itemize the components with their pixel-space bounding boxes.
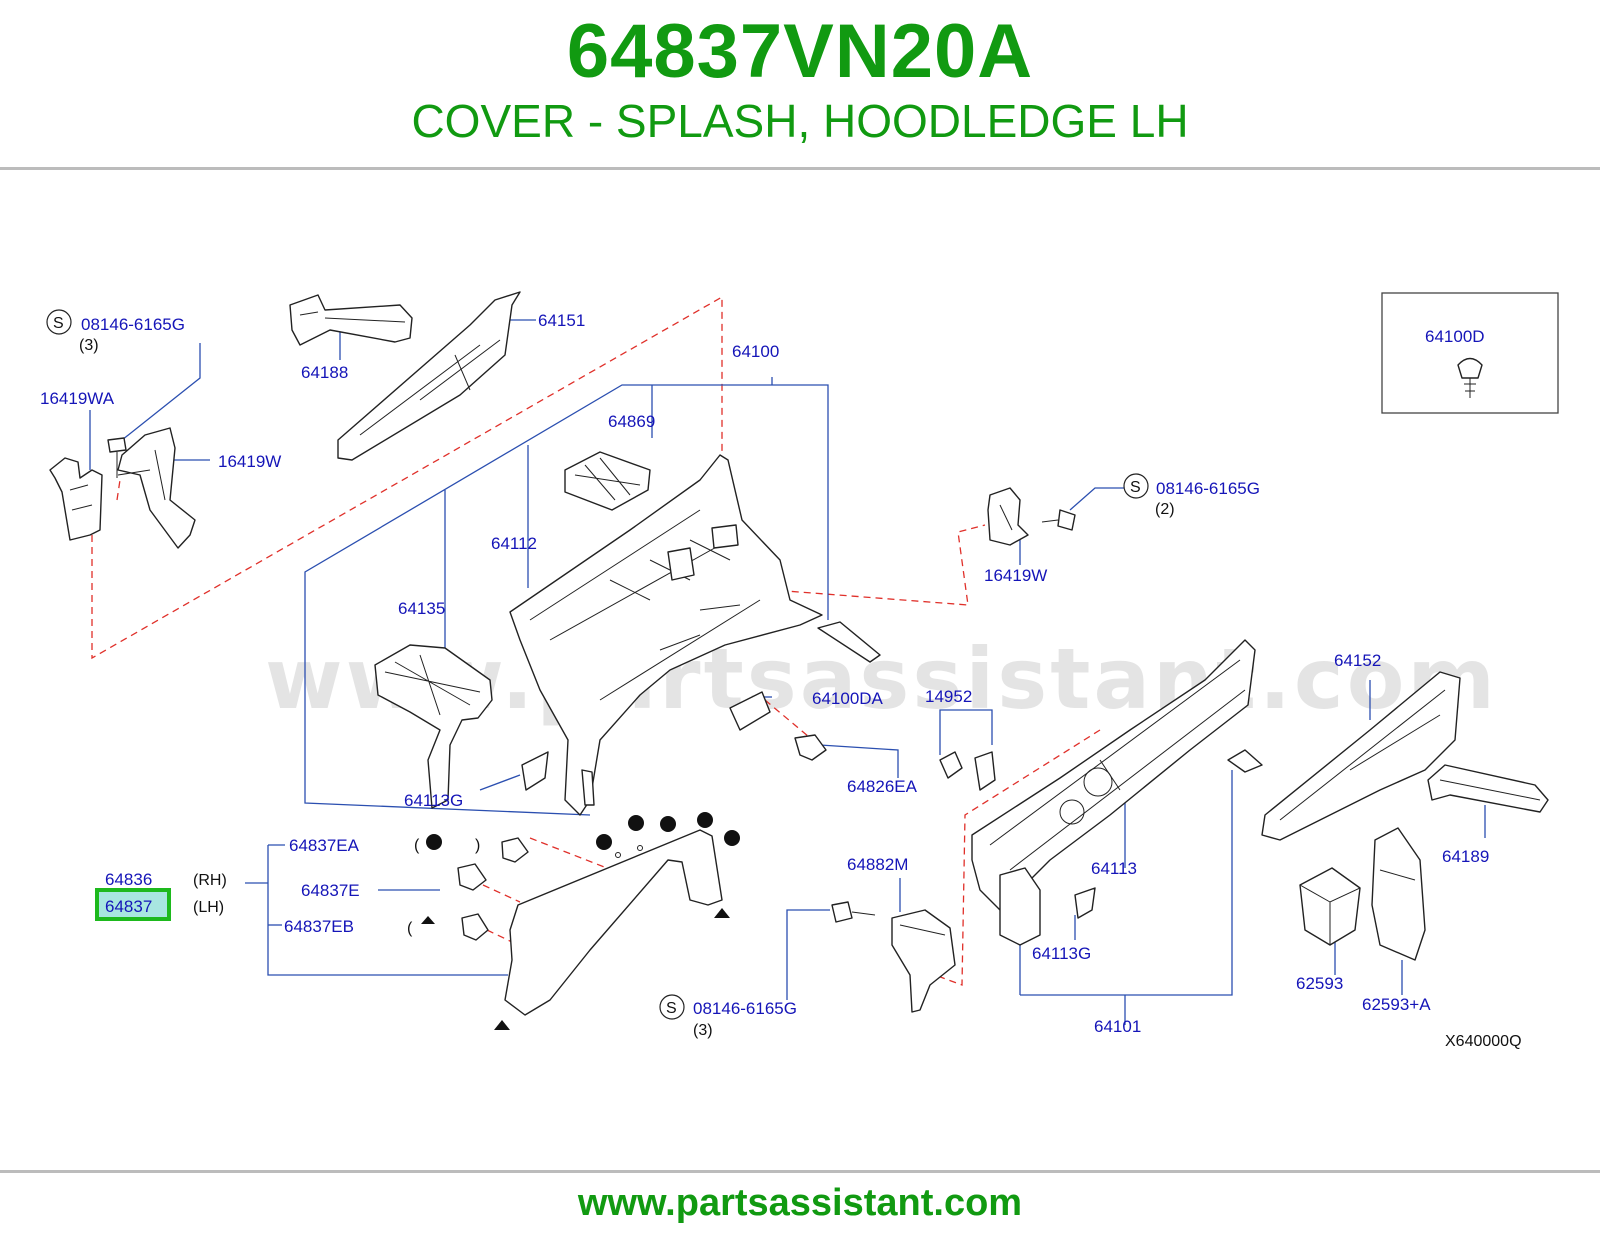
label-s-bolt-top-left[interactable]: 08146-6165G	[81, 315, 185, 334]
reinforcement-64152-drawing	[1261, 671, 1461, 841]
label-14952[interactable]: 14952	[925, 687, 972, 706]
label-64100DA[interactable]: 64100DA	[812, 689, 884, 708]
insulator-62593A-drawing	[1371, 827, 1426, 961]
svg-text:S: S	[666, 1000, 677, 1017]
label-64113G-right[interactable]: 64113G	[1032, 944, 1091, 963]
label-64151[interactable]: 64151	[538, 311, 585, 330]
panel-64112-drawing	[509, 454, 823, 816]
header-divider	[0, 167, 1600, 170]
clip-64100D-drawing	[1457, 357, 1483, 398]
label-64152[interactable]: 64152	[1334, 651, 1381, 670]
label-64836[interactable]: 64836	[105, 870, 152, 889]
bracket-64135-drawing	[374, 644, 493, 809]
label-16419W-right[interactable]: 16419W	[984, 566, 1047, 585]
svg-text:S: S	[1130, 479, 1141, 496]
label-64837[interactable]: 64837	[105, 897, 152, 916]
bracket-64869-drawing	[564, 451, 651, 511]
bracket-64188-drawing	[289, 294, 413, 346]
s-symbol-top-left: S	[46, 309, 72, 335]
clip-14952-drawing	[939, 751, 996, 791]
footer-url[interactable]: www.partsassistant.com	[577, 1182, 1023, 1224]
label-qty-right: (2)	[1155, 501, 1175, 518]
bracket-64100	[304, 377, 829, 816]
label-64188[interactable]: 64188	[301, 363, 348, 382]
label-62593[interactable]: 62593	[1296, 974, 1343, 993]
clip-64837EB-drawing	[461, 913, 489, 941]
tab-64100-drawing	[817, 621, 881, 663]
label-64100D[interactable]: 64100D	[1425, 327, 1485, 346]
clip-64837EA-drawing	[501, 837, 529, 863]
part-labels: 08146-6165G (3) 16419WA 16419W 64188 641…	[40, 311, 1522, 1050]
svg-text:S: S	[53, 315, 64, 332]
footer-divider	[0, 1170, 1600, 1173]
bolt-64882M-drawing	[831, 901, 876, 923]
label-paren-open-eb: (	[407, 920, 413, 937]
page-header: 64837VN20A COVER - SPLASH, HOODLEDGE LH	[0, 0, 1600, 170]
clip-64826EA-drawing	[794, 734, 827, 761]
bracket-16419WA-drawing	[49, 457, 103, 541]
label-64135[interactable]: 64135	[398, 599, 445, 618]
label-paren-open-ea: (	[414, 837, 420, 854]
s-symbol-right: S	[1123, 473, 1149, 499]
label-62593A[interactable]: 62593+A	[1362, 995, 1431, 1014]
member-64113-drawing	[971, 639, 1256, 946]
label-16419WA[interactable]: 16419WA	[40, 389, 115, 408]
label-qty-top-left: (3)	[79, 337, 99, 354]
label-s-bolt-bottom[interactable]: 08146-6165G	[693, 999, 797, 1018]
label-64112[interactable]: 64112	[491, 534, 537, 553]
label-64837EB[interactable]: 64837EB	[284, 917, 354, 936]
gusset-64113G-left-drawing	[521, 751, 549, 791]
bracket-64882M-drawing	[891, 909, 956, 1013]
clip-64837E-drawing	[457, 863, 487, 891]
label-64113[interactable]: 64113	[1091, 859, 1137, 878]
label-64101[interactable]: 64101	[1094, 1017, 1141, 1036]
alignment-lines	[91, 295, 1101, 986]
s-symbol-bottom: S	[659, 994, 685, 1020]
label-64882M[interactable]: 64882M	[847, 855, 908, 874]
label-rh: (RH)	[193, 872, 227, 889]
bracket-16419W-left-drawing	[117, 427, 196, 549]
label-64837E[interactable]: 64837E	[301, 881, 360, 900]
label-s-bolt-right[interactable]: 08146-6165G	[1156, 479, 1260, 498]
splash-cover-64837-drawing	[504, 829, 723, 1016]
label-paren-close-ea: )	[475, 837, 480, 854]
part-description: COVER - SPLASH, HOODLEDGE LH	[411, 95, 1189, 147]
label-diagram-code: X640000Q	[1445, 1033, 1522, 1050]
bracket-16419W-right-drawing	[987, 487, 1029, 546]
gusset-64113G-right-drawing	[1074, 887, 1096, 919]
inset-box-64100D	[1381, 292, 1559, 414]
label-qty-bottom: (3)	[693, 1022, 713, 1039]
label-64826EA[interactable]: 64826EA	[847, 777, 918, 796]
bolt-16419W-right-drawing	[1041, 509, 1076, 531]
reinforcement-64151-drawing	[337, 291, 521, 461]
label-lh: (LH)	[193, 899, 224, 916]
label-64189[interactable]: 64189	[1442, 847, 1489, 866]
tab-64101-drawing	[1227, 749, 1263, 773]
label-64113G-left[interactable]: 64113G	[404, 791, 463, 810]
label-16419W-left[interactable]: 16419W	[218, 452, 281, 471]
pad-64100DA-drawing	[729, 691, 771, 731]
bracket-64189-drawing	[1427, 764, 1549, 813]
triangle-markers	[421, 908, 730, 1030]
bolt-16419WA-drawing	[107, 437, 127, 478]
label-64100[interactable]: 64100	[732, 342, 779, 361]
insulator-62593-drawing	[1299, 867, 1361, 946]
part-number-title: 64837VN20A	[566, 9, 1034, 94]
label-64837EA[interactable]: 64837EA	[289, 836, 360, 855]
label-64869[interactable]: 64869	[608, 412, 655, 431]
dot-markers	[426, 812, 740, 850]
highlight-64837	[95, 888, 171, 921]
